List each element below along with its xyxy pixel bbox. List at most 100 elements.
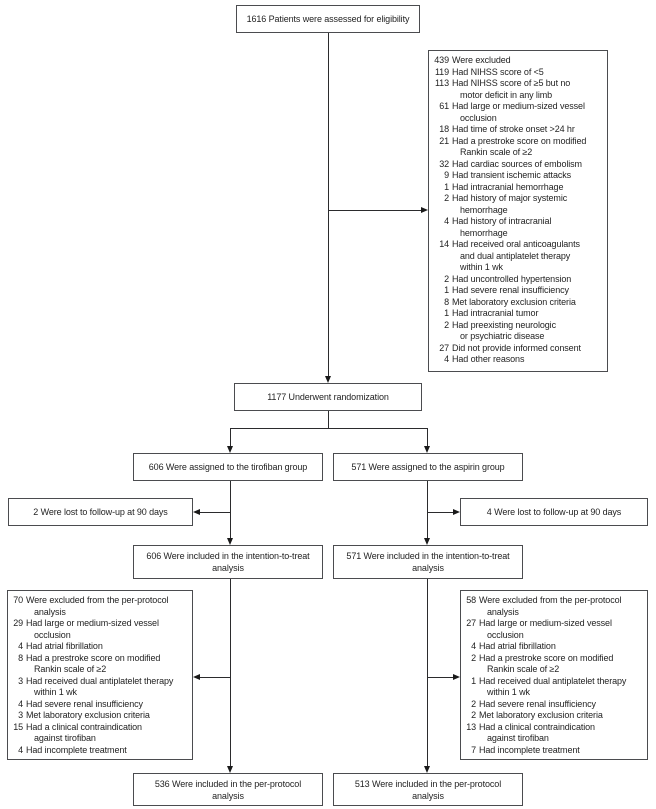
item-count: 27 <box>439 342 449 353</box>
arrowhead-into-tirofiban <box>226 446 233 453</box>
item-text: Were excluded from the per-protocol anal… <box>26 595 169 617</box>
arrowhead-into-itt-tirofiban <box>226 538 233 545</box>
item-text: Met laboratory exclusion criteria <box>452 296 576 307</box>
item-text: Did not provide informed consent <box>452 342 581 353</box>
item-text: Had NIHSS score of <5 <box>452 66 544 77</box>
item-text: Were excluded <box>452 55 511 65</box>
item-count: 439 <box>434 55 449 65</box>
connector-to-pp-excluded-tirofiban <box>200 677 230 678</box>
lost-followup-tirofiban-box: 2 Were lost to follow-up at 90 days <box>8 498 193 526</box>
connector-split-bar <box>230 428 428 429</box>
item-text: Had received dual antiplatelet therapy w… <box>479 675 627 698</box>
item-count: 4 <box>444 216 449 226</box>
arrowhead-into-pp-tirofiban <box>226 766 233 773</box>
item-text: Had large or medium-sized vessel occlusi… <box>479 618 612 640</box>
item-text: Had severe renal insufficiency <box>26 698 143 709</box>
item-text: Had preexisting neurologic or psychiatri… <box>452 319 556 342</box>
item-text: Had received dual antiplatelet therapy w… <box>26 675 174 698</box>
item-text: Had history of intracranial hemorrhage <box>452 216 552 238</box>
item-count: 7 <box>471 744 476 755</box>
item-text: Had large or medium-sized vessel occlusi… <box>26 618 159 640</box>
item-count: 4 <box>18 744 23 755</box>
item-count: 13 <box>466 721 476 732</box>
item-text: Had a prestroke score on modified Rankin… <box>26 652 161 675</box>
item-count: 1 <box>444 181 449 192</box>
connector-to-lost-aspirin <box>427 512 453 513</box>
item-text: Had a prestroke score on modified Rankin… <box>479 652 614 675</box>
item-count: 2 <box>444 273 449 284</box>
aspirin-group-box: 571 Were assigned to the aspirin group <box>333 453 523 481</box>
arrowhead-into-pp-excluded-aspirin <box>453 673 460 680</box>
item-count: 32 <box>439 158 449 169</box>
connector-split-right <box>427 428 428 446</box>
item-text: Had intracranial hemorrhage <box>452 181 564 192</box>
item-count: 21 <box>439 135 449 146</box>
item-text: Had incomplete treatment <box>26 744 127 755</box>
item-count: 4 <box>18 698 23 709</box>
item-count: 1 <box>444 285 449 295</box>
item-count: 70 <box>13 595 23 605</box>
arrowhead-into-lost-tirofiban <box>193 508 200 515</box>
item-count: 8 <box>444 296 449 307</box>
item-text: Had NIHSS score of ≥5 but no motor defic… <box>452 78 571 100</box>
item-text: Had uncontrolled hypertension <box>452 273 572 284</box>
item-text: Had a clinical contraindication against … <box>479 721 595 744</box>
itt-tirofiban-box: 606 Were included in the intention-to-tr… <box>133 545 323 579</box>
pp-aspirin-box: 513 Were included in the per-protocol an… <box>333 773 523 806</box>
connector-assessed-to-randomized <box>328 33 329 376</box>
item-count: 1 <box>444 308 449 318</box>
arrowhead-into-pp-aspirin <box>423 766 430 773</box>
connector-itt-to-pp-tirofiban <box>230 579 231 766</box>
item-text: Had a prestroke score on modified Rankin… <box>452 135 587 158</box>
item-count: 18 <box>439 124 449 134</box>
item-text: Had received oral anticoagulants and dua… <box>452 239 580 272</box>
connector-to-lost-tirofiban <box>200 512 230 513</box>
lost-followup-aspirin-box: 4 Were lost to follow-up at 90 days <box>460 498 648 526</box>
item-count: 3 <box>18 675 23 686</box>
arrowhead-into-aspirin <box>423 446 430 453</box>
item-text: Were excluded from the per-protocol anal… <box>479 595 622 617</box>
item-count: 61 <box>439 101 449 111</box>
item-count: 27 <box>466 618 476 628</box>
item-count: 3 <box>18 710 23 720</box>
item-count: 119 <box>434 66 449 77</box>
item-count: 113 <box>434 78 449 88</box>
item-count: 1 <box>471 675 476 686</box>
connector-aspirin-to-itt <box>427 481 428 538</box>
item-count: 14 <box>439 239 449 249</box>
item-count: 9 <box>444 170 449 180</box>
item-count: 4 <box>18 641 23 651</box>
item-text: Had cardiac sources of embolism <box>452 158 582 169</box>
item-text: Had time of stroke onset >24 hr <box>452 124 575 134</box>
item-count: 4 <box>444 354 449 364</box>
